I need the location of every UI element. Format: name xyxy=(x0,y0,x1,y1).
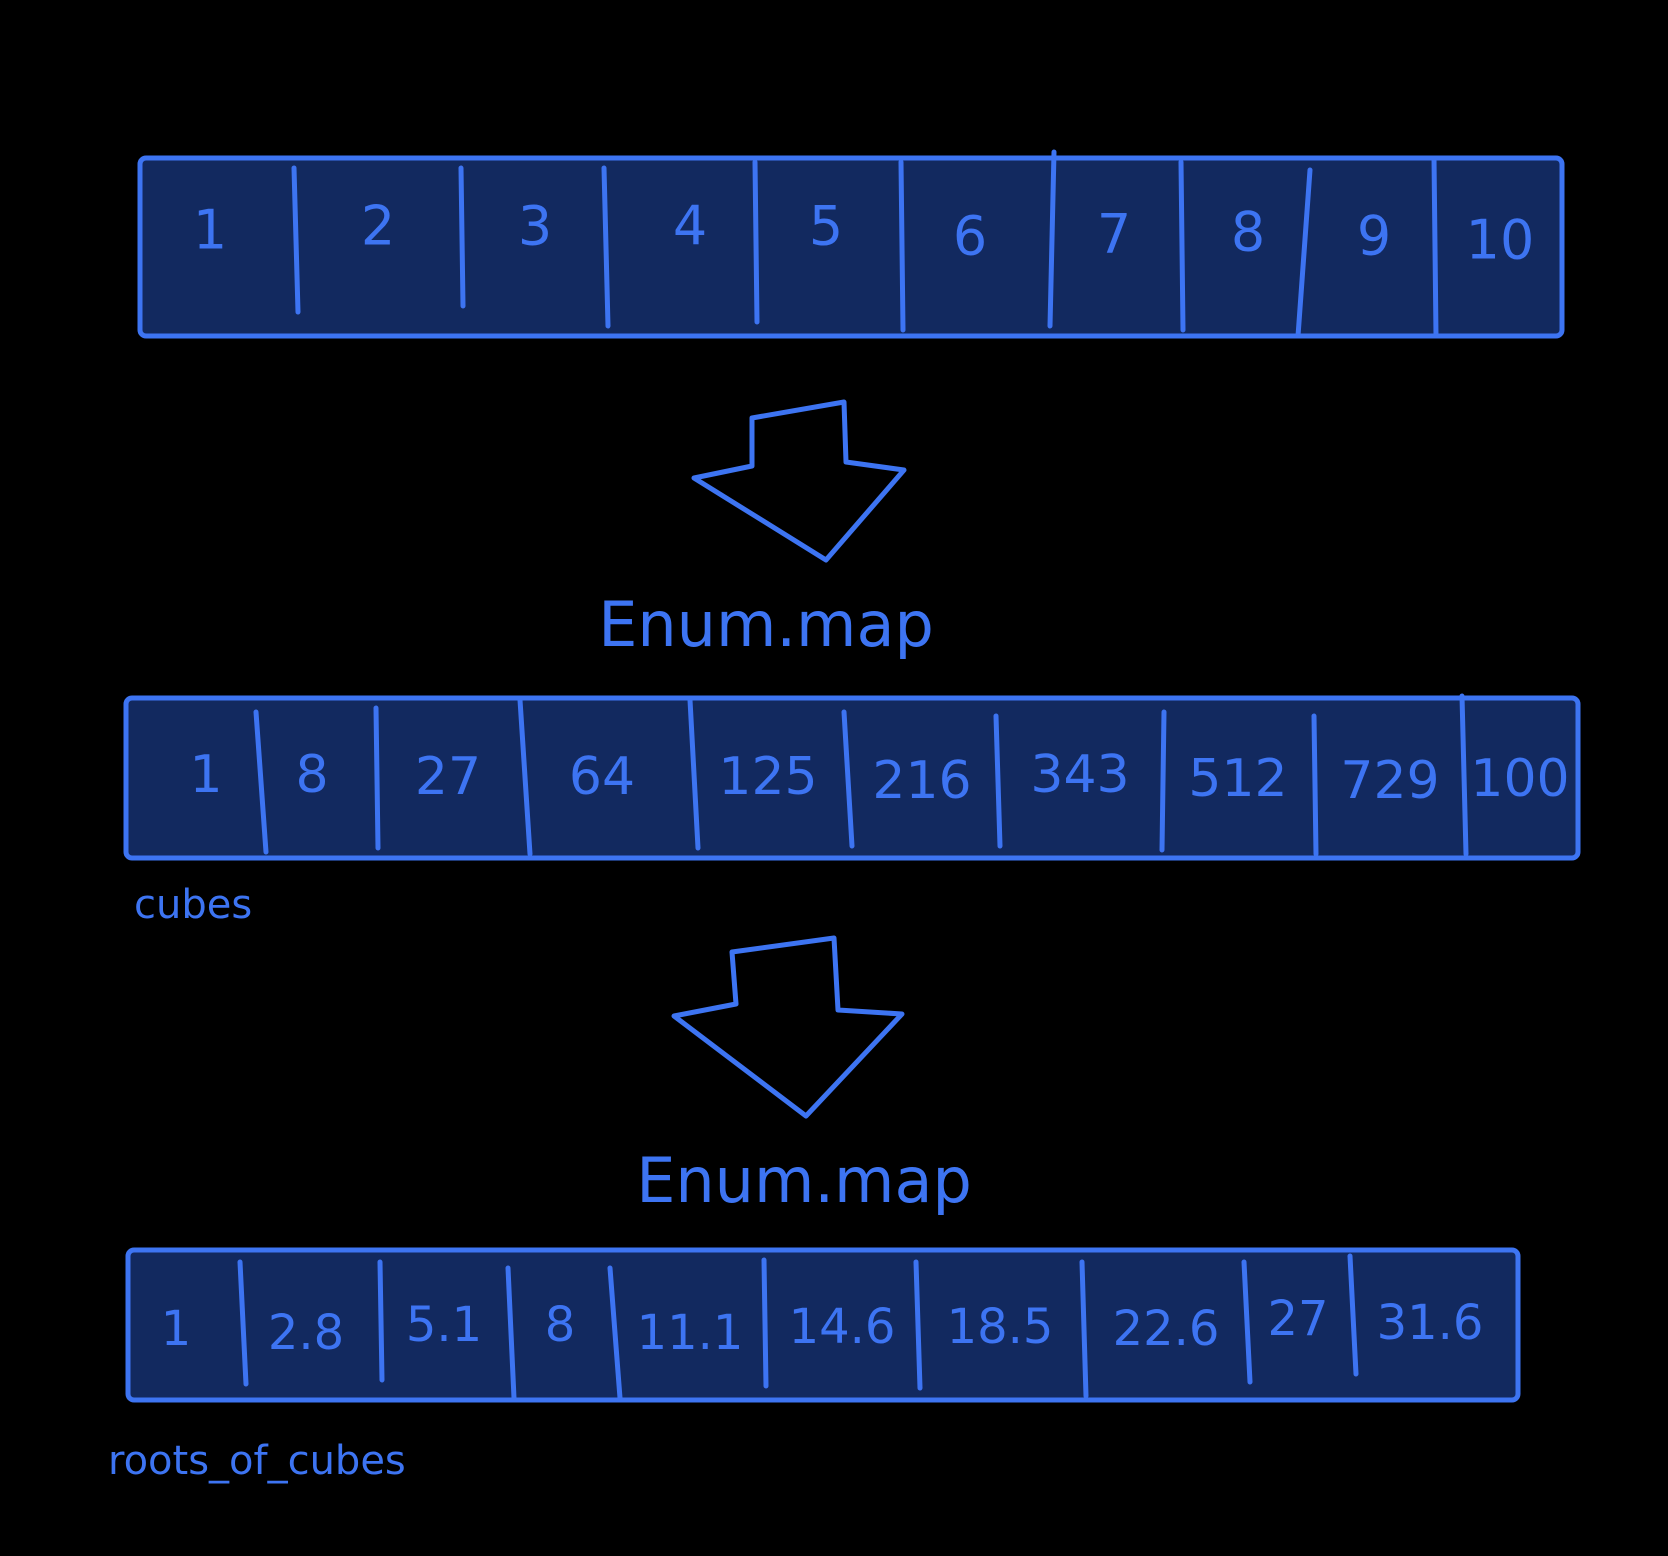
cell-value: 27 xyxy=(415,747,481,807)
divider xyxy=(373,705,381,851)
divider xyxy=(841,709,855,849)
down-arrow-icon xyxy=(671,935,905,1119)
divider xyxy=(601,165,611,329)
array-input-box xyxy=(137,155,1565,339)
array-caption: roots_of_cubes xyxy=(108,1438,406,1484)
cell-value: 6 xyxy=(953,205,987,268)
down-arrow-icon xyxy=(691,399,907,563)
array-caption: cubes xyxy=(134,882,252,928)
divider xyxy=(517,697,533,857)
array-roots-dividers xyxy=(237,1253,1359,1401)
divider xyxy=(1347,1253,1359,1377)
divider xyxy=(1311,713,1319,857)
divider xyxy=(377,1259,385,1383)
cell-value: 343 xyxy=(1030,745,1129,805)
divider xyxy=(1295,167,1313,339)
array-cubes-dividers xyxy=(253,693,1469,857)
cell-value: 22.6 xyxy=(1113,1301,1220,1357)
cell-value: 1 xyxy=(161,1301,192,1357)
cell-value: 729 xyxy=(1340,751,1439,811)
cell-value: 1 xyxy=(193,199,227,262)
array-input-values: 1 2 3 4 5 6 7 8 9 10 xyxy=(193,195,1535,272)
cell-value: 9 xyxy=(1357,205,1391,268)
divider xyxy=(1241,1259,1253,1385)
cell-value: 100 xyxy=(1470,749,1569,809)
divider xyxy=(237,1259,249,1387)
divider xyxy=(1079,1259,1089,1399)
array-roots-values: 1 2.8 5.1 8 11.1 14.6 18.5 22.6 27 31.6 xyxy=(161,1291,1484,1361)
cell-value: 18.5 xyxy=(947,1299,1054,1355)
cell-value: 8 xyxy=(1231,201,1265,264)
array-roots-of-cubes: 1 2.8 5.1 8 11.1 14.6 18.5 22.6 27 31.6 … xyxy=(108,1247,1521,1484)
cell-value: 64 xyxy=(569,747,635,807)
divider xyxy=(1178,159,1186,333)
cell-value: 4 xyxy=(673,195,707,258)
cell-value: 512 xyxy=(1188,749,1287,809)
array-cubes-values: 1 8 27 64 125 216 343 512 729 100 xyxy=(189,745,1569,811)
divider xyxy=(913,1259,923,1391)
cell-value: 2 xyxy=(361,195,395,258)
array-cubes: 1 8 27 64 125 216 343 512 729 100 cubes xyxy=(123,693,1581,928)
divider xyxy=(1047,149,1057,329)
divider xyxy=(761,1257,769,1389)
divider xyxy=(1431,155,1439,339)
step-label-map: Enum.map xyxy=(598,588,934,661)
divider xyxy=(253,709,269,855)
divider xyxy=(458,165,466,309)
step-label-map: Enum.map xyxy=(636,1144,972,1217)
array-roots-box xyxy=(125,1247,1521,1403)
cell-value: 31.6 xyxy=(1377,1295,1484,1351)
cell-value: 1 xyxy=(189,745,222,805)
divider xyxy=(607,1265,623,1401)
divider xyxy=(1159,709,1167,853)
cell-value: 10 xyxy=(1466,209,1535,272)
array-cubes-box xyxy=(123,695,1581,861)
divider xyxy=(291,165,301,315)
divider xyxy=(1459,693,1469,857)
divider xyxy=(687,697,701,851)
divider xyxy=(993,713,1003,849)
cell-value: 5 xyxy=(809,195,843,258)
divider xyxy=(752,159,760,325)
cell-value: 125 xyxy=(718,747,817,807)
cell-value: 3 xyxy=(518,195,552,258)
cell-value: 14.6 xyxy=(789,1299,896,1355)
divider xyxy=(898,159,906,333)
array-input: 1 2 3 4 5 6 7 8 9 10 xyxy=(137,149,1565,339)
cell-value: 8 xyxy=(295,745,328,805)
cell-value: 216 xyxy=(872,751,971,811)
cell-value: 8 xyxy=(545,1297,576,1353)
cell-value: 27 xyxy=(1267,1291,1328,1347)
divider xyxy=(505,1265,517,1401)
cell-value: 5.1 xyxy=(406,1297,482,1353)
array-input-dividers xyxy=(291,149,1439,339)
cell-value: 2.8 xyxy=(268,1305,344,1361)
cell-value: 7 xyxy=(1097,203,1131,266)
cell-value: 11.1 xyxy=(637,1305,744,1361)
